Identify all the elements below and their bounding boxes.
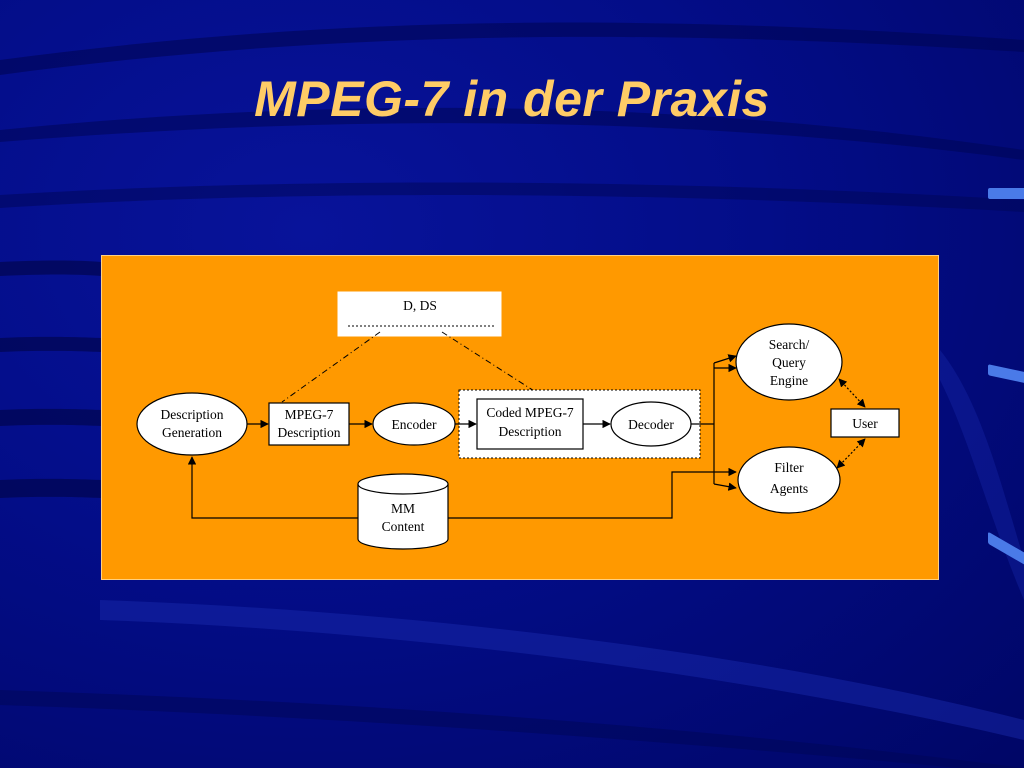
arrow-to-filter-2 [713, 482, 737, 491]
swoosh-7 [0, 478, 101, 498]
swoosh-10 [940, 350, 1024, 600]
arrow-to-search-1 [713, 354, 737, 364]
search-engine-label-3: Engine [770, 373, 808, 388]
swoosh-5 [0, 336, 101, 352]
coded-description-label-2: Description [499, 424, 562, 439]
search-engine-label-1: Search/ [769, 337, 810, 352]
arrow-user-search [838, 378, 866, 408]
description-generation-node: Description Generation [136, 392, 248, 456]
mm-content-label-2: Content [382, 519, 425, 534]
mm-content-label-1: MM [391, 501, 415, 516]
swoosh-1 [0, 22, 1024, 75]
ds-box-label: D, DS [403, 298, 437, 313]
swoosh-8 [100, 600, 1024, 740]
mpeg7-description-label-2: Description [278, 425, 341, 440]
description-generation-label-2: Generation [162, 425, 222, 440]
ds-box: D, DS [337, 291, 502, 337]
line-content-to-generation [187, 456, 358, 519]
mpeg7-description-node: MPEG-7 Description [268, 402, 350, 446]
coded-description-node: Coded MPEG-7 Description [476, 398, 584, 450]
encoder-node: Encoder [372, 402, 456, 446]
search-engine-label-2: Query [772, 355, 806, 370]
mm-content-node: MM Content [357, 473, 449, 550]
line-content-to-consumers [448, 471, 714, 519]
swoosh-2 [0, 107, 1024, 160]
user-node: User [830, 408, 900, 438]
mpeg7-workflow-diagram: D, DS Description Generation MPEG-7 Desc… [136, 291, 900, 550]
search-query-engine-node: Search/ Query Engine [735, 323, 843, 401]
decoder-node: Decoder [610, 401, 692, 447]
encoder-label: Encoder [392, 417, 437, 432]
slide-title: MPEG-7 in der Praxis [254, 71, 770, 127]
swoosh-4 [0, 260, 101, 276]
description-generation-label-1: Description [161, 407, 224, 422]
filter-agents-label-2: Agents [770, 481, 808, 496]
swoosh-9 [0, 690, 1024, 768]
ds-to-coded-line [441, 331, 543, 397]
mpeg7-description-label-1: MPEG-7 [285, 407, 334, 422]
swoosh-3 [0, 182, 1024, 212]
arrow-user-filter [836, 438, 866, 469]
filter-agents-node: Filter Agents [737, 446, 841, 514]
diagram-panel: D, DS Description Generation MPEG-7 Desc… [101, 255, 939, 580]
user-label: User [852, 416, 878, 431]
swoosh-6 [0, 408, 101, 426]
ds-to-mpeg7-line [281, 331, 381, 403]
accent-bar-1 [988, 188, 1024, 199]
decoder-label: Decoder [628, 417, 674, 432]
coded-description-label-1: Coded MPEG-7 [486, 405, 574, 420]
filter-agents-label-1: Filter [774, 460, 804, 475]
